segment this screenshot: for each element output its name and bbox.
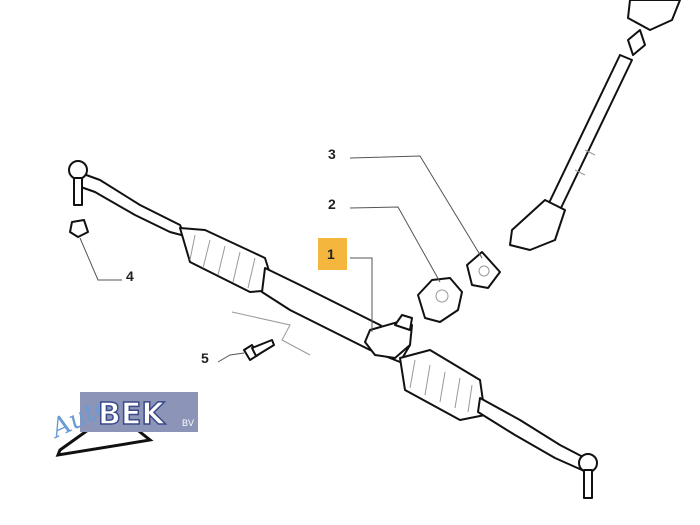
callout-5[interactable]: 5 [201, 350, 209, 366]
watermark-brand: BEK [98, 397, 166, 432]
callout-3[interactable]: 3 [328, 146, 336, 162]
steering-column [509, 0, 681, 251]
part-2-bush [417, 277, 463, 323]
leader-5 [217, 352, 245, 363]
steering-rack [68, 160, 598, 499]
part-5-bolt [243, 339, 275, 361]
leader-1 [350, 257, 373, 332]
reference-line [231, 311, 311, 356]
part-4-nut [69, 219, 89, 238]
watermark-logo: Auto BEK BV [45, 391, 198, 445]
callout-2[interactable]: 2 [328, 196, 336, 212]
callout-1-highlight [318, 238, 347, 270]
callout-1[interactable]: 1 [327, 246, 335, 262]
leader-4 [79, 237, 122, 281]
callout-4[interactable]: 4 [126, 268, 134, 284]
leader-3 [349, 155, 483, 259]
watermark-suffix: BV [182, 418, 194, 428]
leader-2 [349, 206, 441, 283]
part-3-cap [466, 251, 501, 289]
